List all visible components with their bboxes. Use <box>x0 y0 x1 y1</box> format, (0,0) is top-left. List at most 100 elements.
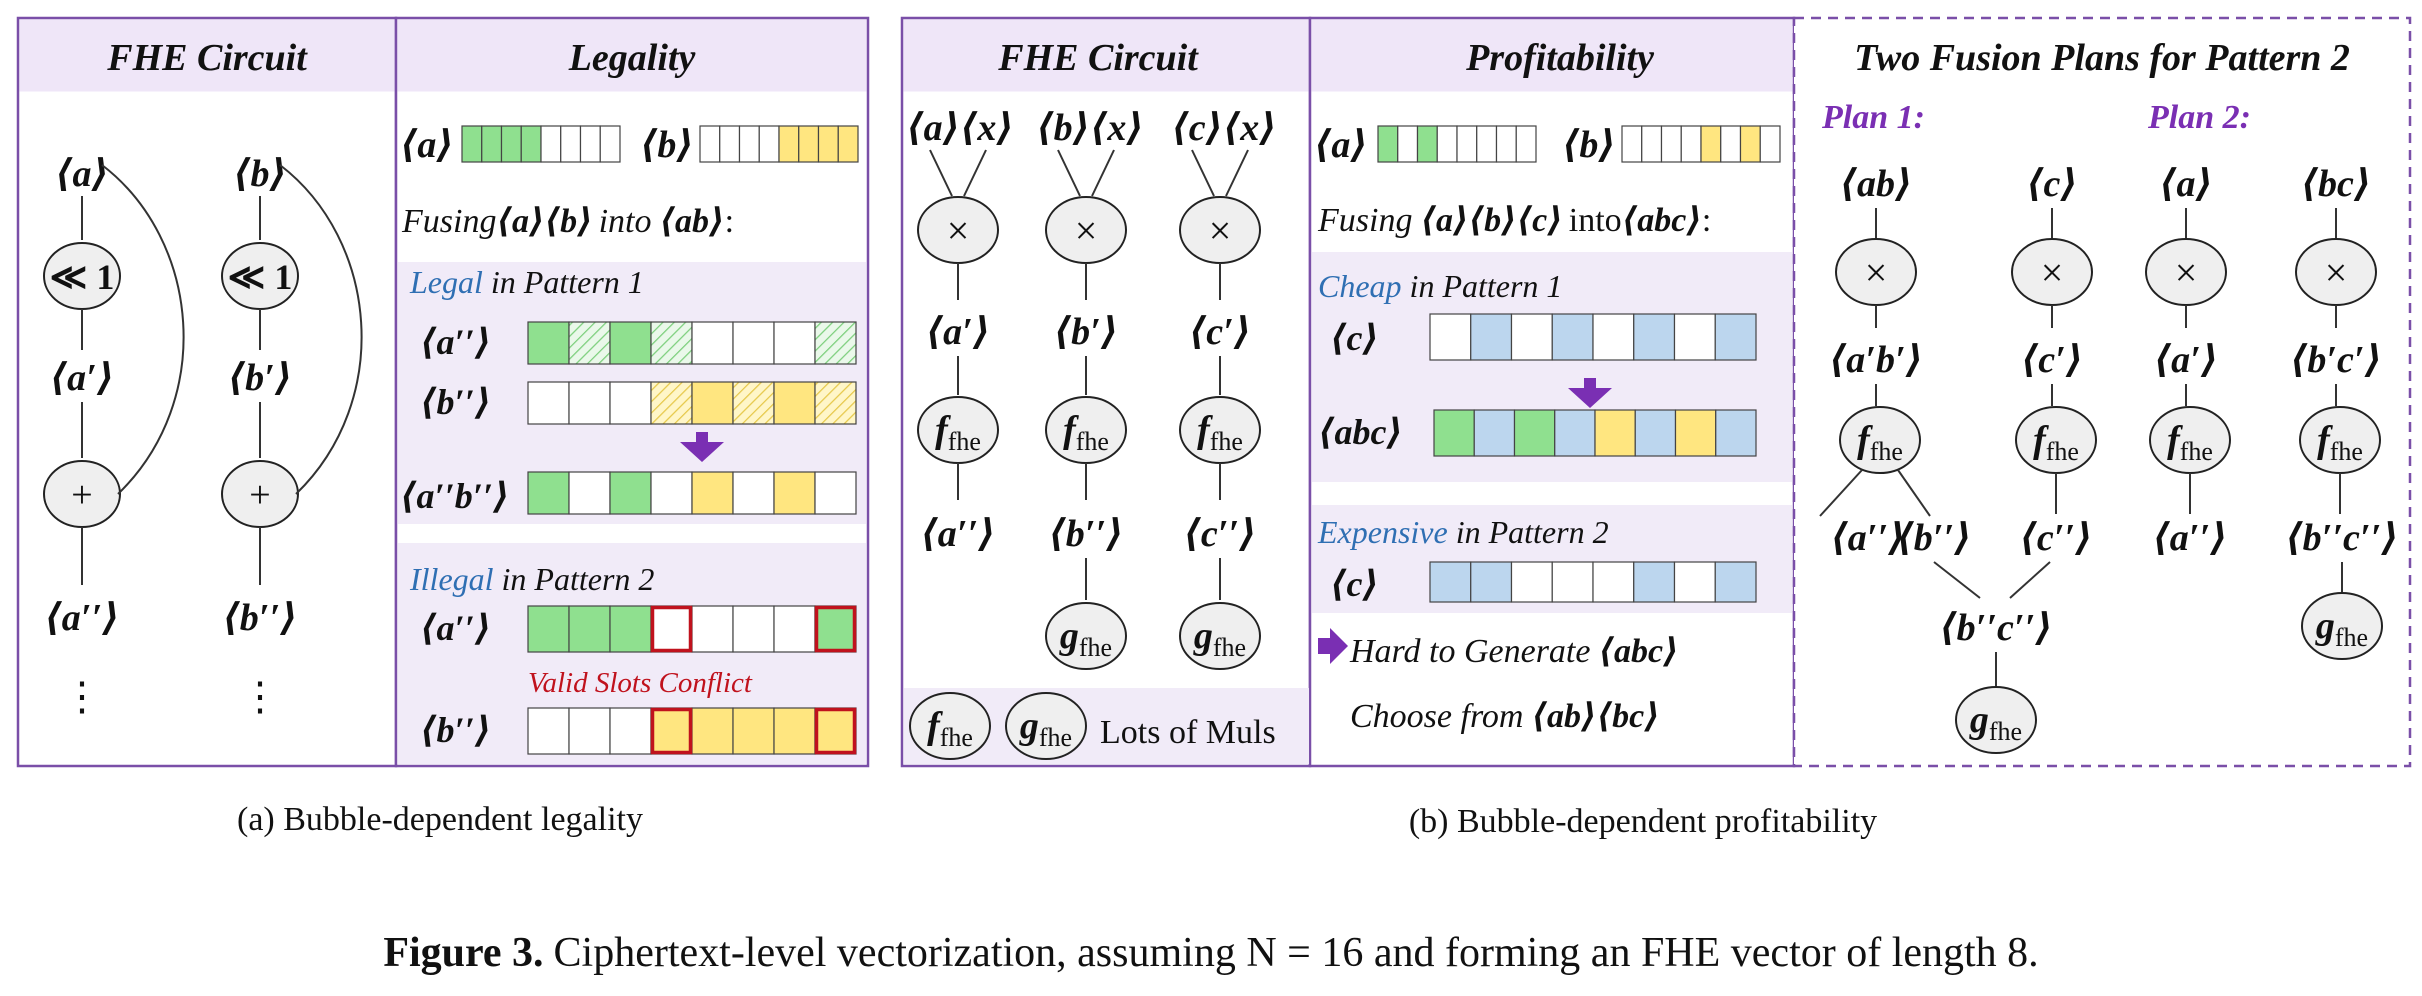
g-fhe-icon-label: gfhe <box>1019 705 1072 752</box>
vector-legal-b2 <box>527 381 857 425</box>
vec-a-slot <box>540 125 562 163</box>
illegal-a2-slot <box>568 605 611 653</box>
legal-row-a2: ⟨a′′⟩ <box>420 322 491 362</box>
p-vec-a-slot <box>1495 125 1517 163</box>
expensive-c-slot <box>1673 561 1716 603</box>
legal-a2-slot <box>650 321 693 365</box>
node-b1: ⟨b′⟩ <box>1054 311 1118 353</box>
hard-sentence: Hard to Generate⟨abc⟩ <box>1349 633 1679 670</box>
legality-label-b: ⟨b⟩ <box>640 124 694 166</box>
p-vec-a-slot <box>1476 125 1498 163</box>
f-fhe-node-label: ffhe <box>1197 409 1243 456</box>
plan2-label: Plan 2: <box>2147 99 2251 136</box>
choose-sentence: Choose from⟨ab⟩⟨bc⟩ <box>1350 698 1660 735</box>
input-cx: ⟨c⟩⟨x⟩ <box>1171 107 1276 149</box>
plan1-label: Plan 1: <box>1821 99 1925 136</box>
cheap-abc-slot <box>1634 409 1677 457</box>
plan1-mul-ab-label: × <box>1865 250 1888 295</box>
plan2-g <box>2301 592 2383 660</box>
plan1-node-a2: ⟨a′′⟩ <box>1830 517 1905 559</box>
panel-a-legality-header <box>397 19 867 92</box>
cheap-abc-slot <box>1674 409 1717 457</box>
node-c2: ⟨c′′⟩ <box>1184 513 1257 555</box>
cheap-c-slot <box>1429 313 1472 361</box>
cheap-c-slot <box>1510 313 1553 361</box>
panel-b-plans-title: Two Fusion Plans for Pattern 2 <box>1854 37 2350 79</box>
profit-label-b: ⟨b⟩ <box>1562 124 1616 166</box>
plan2-node-bc: ⟨bc⟩ <box>2301 163 2372 205</box>
g-fhe-icon <box>1005 692 1087 760</box>
illegal-b2-slot <box>650 707 693 755</box>
legal-a2-slot <box>609 321 652 365</box>
vec-a-slot <box>520 125 542 163</box>
plan1-node-c1: ⟨c′⟩ <box>2021 339 2083 381</box>
plan2-mul-a-label: × <box>2175 250 2198 295</box>
cheap-c-slot <box>1551 313 1594 361</box>
plan1-g-label: gfhe <box>1969 699 2022 746</box>
cheap-abc-slot <box>1433 409 1475 457</box>
plan2-node-b2c2: ⟨b′′c′′⟩ <box>2285 517 2398 559</box>
expensive-c-slot <box>1633 561 1676 603</box>
illegal-b2-slot <box>732 707 775 755</box>
profit-label-a: ⟨a⟩ <box>1314 124 1368 166</box>
plan2-f-a-label: ffhe <box>2167 419 2213 466</box>
illegal-a2-slot <box>814 605 857 653</box>
expensive-row-c: ⟨c⟩ <box>1330 564 1379 604</box>
node-b1: ⟨b′⟩ <box>228 357 292 399</box>
p-vec-b-slot <box>1700 125 1722 163</box>
vector-a <box>461 125 621 163</box>
figure-caption: Figure 3.Ciphertext-level vectorization,… <box>383 930 2038 976</box>
plan1-g <box>1955 686 2037 754</box>
node-a1: ⟨a′⟩ <box>926 311 990 353</box>
expensive-c-slot <box>1714 561 1757 603</box>
illegal-a2-slot <box>691 605 734 653</box>
choose-target: ⟨ab⟩⟨bc⟩ <box>1531 698 1659 735</box>
illegal-a2-conflict-slot <box>650 605 693 653</box>
p-vec-a-slot <box>1436 125 1458 163</box>
pfusing-pre: Fusing <box>1317 202 1412 239</box>
down-arrow-icon <box>1568 378 1612 408</box>
cheap-abc-slot <box>1554 409 1596 457</box>
cheap-c-slot <box>1470 313 1513 361</box>
illegal-row-a2: ⟨a′′⟩ <box>420 608 491 648</box>
pfusing-target: ⟨abc⟩ <box>1622 202 1702 239</box>
legal-ab2-slot <box>650 471 693 515</box>
legal-rest: in Pattern 1 <box>491 264 644 300</box>
fusing-colon: : <box>725 203 734 240</box>
legal-a2-slot <box>773 321 816 365</box>
f-fhe-node-label: ffhe <box>1063 409 1109 456</box>
illegal-row-b2: ⟨b′′⟩ <box>420 710 491 750</box>
panel-b-profit-title: Profitability <box>1465 37 1654 79</box>
node-var-a: ⟨a⟩ <box>55 153 109 195</box>
plan1-f-ab-label: ffhe <box>1857 419 1903 466</box>
legal-b2-slot <box>732 381 775 425</box>
vec-b-slot <box>719 125 741 163</box>
p-vec-b-slot <box>1720 125 1742 163</box>
legal-word: Legal <box>409 264 483 300</box>
vec-b-slot <box>798 125 820 163</box>
vector-b <box>699 125 859 163</box>
legal-ab2-slot <box>527 471 570 515</box>
plan1-node-b2: ⟨b′′⟩ <box>1896 517 1971 559</box>
pfusing-colon: : <box>1702 202 1711 239</box>
cheap-row-c: ⟨c⟩ <box>1330 318 1379 358</box>
lots-of-muls-label: Lots of Muls <box>1100 714 1276 751</box>
legal-row-ab2: ⟨a′′b′′⟩ <box>400 476 509 516</box>
cheap-abc-slot <box>1715 409 1757 457</box>
p-vec-a-slot <box>1397 125 1419 163</box>
cheap-abc-slot <box>1513 409 1556 457</box>
p-vec-b-slot <box>1680 125 1702 163</box>
legal-a2-slot <box>814 321 857 365</box>
illegal-a2-conflict-slot <box>814 605 857 653</box>
g-fhe-node-label: gfhe <box>1193 615 1246 662</box>
panel-b-circuit-title: FHE Circuit <box>997 37 1199 79</box>
node-b2: ⟨b′′⟩ <box>1048 513 1123 555</box>
legal-a2-slot <box>568 321 611 365</box>
mul-label: × <box>947 208 970 253</box>
plan2-node-a1: ⟨a′⟩ <box>2154 339 2218 381</box>
expensive-c-slot <box>1429 561 1472 603</box>
